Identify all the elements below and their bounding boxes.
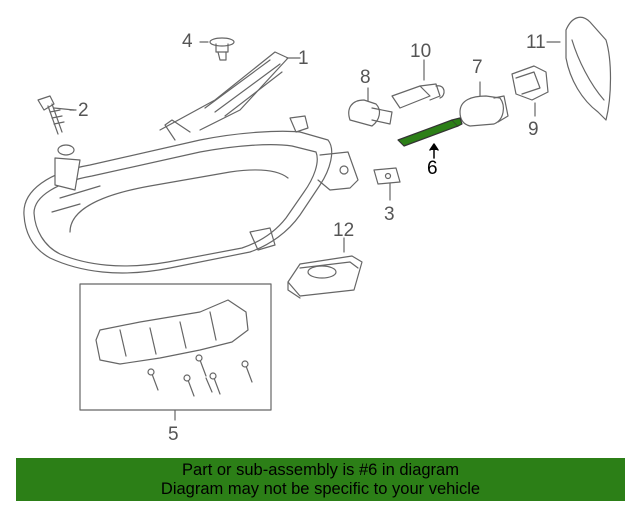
screws-part-5 [147, 354, 253, 397]
cover-part-11 [565, 16, 612, 121]
callout-10: 10 [410, 41, 432, 62]
socket-part-9 [511, 65, 549, 101]
module-part-12 [287, 255, 363, 299]
callout-1: 1 [298, 48, 309, 69]
bracket-part-5 [95, 299, 249, 365]
callout-2: 2 [78, 100, 89, 121]
fastener-part-4 [199, 37, 235, 61]
banner-line-2: Diagram may not be specific to your vehi… [160, 480, 481, 498]
callout-6: 6 [427, 158, 438, 179]
bulb-part-10 [391, 83, 445, 109]
bolt-part-2 [37, 95, 75, 135]
info-banner: Part or sub-assembly is #6 in diagram Di… [16, 458, 625, 501]
leader-lines [69, 41, 561, 421]
callout-7: 7 [472, 57, 483, 78]
callout-12: 12 [333, 220, 355, 241]
highlighted-part-6 [397, 117, 463, 159]
callout-8: 8 [360, 67, 371, 88]
clip-part-3 [373, 167, 401, 185]
headlamp-assembly [23, 51, 359, 274]
bulb-part-7 [459, 95, 509, 127]
callout-3: 3 [384, 204, 395, 225]
callout-9: 9 [528, 119, 539, 140]
bulb-part-8 [348, 99, 393, 127]
parts-diagram [23, 16, 612, 421]
callout-4: 4 [182, 31, 193, 52]
callout-11: 11 [526, 32, 546, 53]
banner-line-1: Part or sub-assembly is #6 in diagram [182, 461, 459, 479]
callout-5: 5 [168, 424, 179, 445]
